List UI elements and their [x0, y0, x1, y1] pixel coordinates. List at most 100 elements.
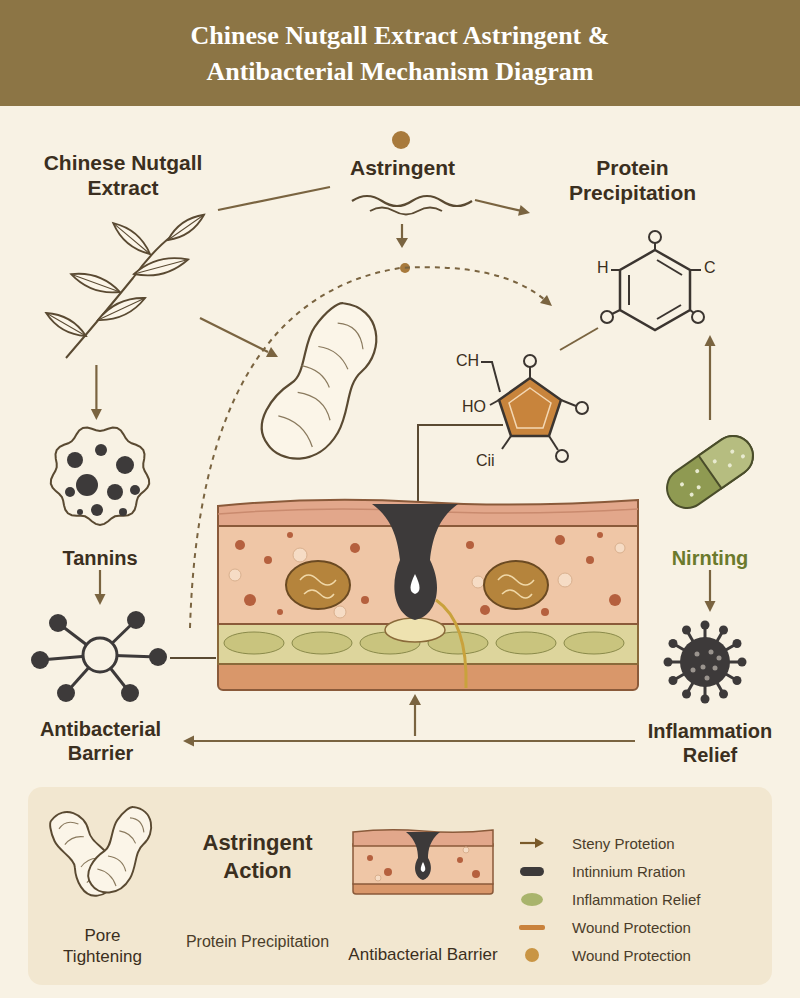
drawing-circle	[680, 637, 730, 687]
drawing-g	[250, 294, 397, 475]
drawing-circle	[277, 609, 283, 615]
drawing-circle	[669, 639, 678, 648]
drawing-circle	[709, 650, 714, 655]
connector	[475, 200, 530, 216]
drawing-circle	[705, 676, 710, 681]
drawing-polygon	[540, 295, 552, 306]
drawing-circle	[334, 606, 346, 618]
arrowhead	[518, 205, 530, 216]
drawing-ellipse	[496, 632, 556, 654]
concept-node: Protein Precipitation	[530, 155, 735, 335]
drawing-circle	[576, 402, 588, 414]
drawing-path	[370, 208, 442, 215]
atom-label: H	[597, 259, 609, 277]
drawing-circle	[556, 450, 568, 462]
drawing-circle	[127, 611, 145, 629]
drawing-line	[490, 400, 499, 405]
drawing-circle	[664, 658, 673, 667]
drawing-circle	[130, 485, 140, 495]
drawing-polygon	[266, 347, 278, 357]
virus-icon	[635, 612, 785, 767]
drawing-circle	[740, 453, 746, 459]
drawing-circle	[679, 482, 685, 488]
connector	[95, 570, 106, 605]
drawing-polygon	[509, 388, 551, 428]
legend-row: Wound Protection	[518, 913, 700, 941]
connector-line	[95, 365, 97, 411]
concept-node: Antibacterial Barrier	[18, 605, 183, 765]
legend-text: Wound Protection	[572, 919, 691, 936]
concept-node: Astringent	[330, 155, 475, 220]
drawing-line	[414, 703, 416, 736]
drawing-line	[170, 657, 216, 659]
legend-sample-box	[518, 919, 546, 935]
title-bar	[0, 0, 800, 106]
drawing-g	[43, 308, 89, 341]
drawing-circle	[719, 690, 728, 699]
diagram-title: Chinese Nutgall Extract Astringent & Ant…	[120, 18, 680, 91]
node-label: Chinese Nutgall Extract	[28, 150, 218, 200]
drawing-circle	[49, 614, 67, 632]
drawing-ellipse	[564, 632, 624, 654]
drawing-g	[165, 210, 207, 244]
drawing-circle	[121, 684, 139, 702]
drawing-path	[113, 223, 150, 254]
drawing-line	[611, 269, 620, 271]
drawing-circle	[472, 870, 480, 878]
drawing-circle	[57, 684, 75, 702]
concept-node: Chinese Nutgall Extract	[28, 150, 218, 365]
legend-text: Intinnium Rration	[572, 863, 685, 880]
drawing-path	[418, 425, 503, 506]
drawing-path	[250, 294, 397, 475]
drawing-line	[502, 436, 511, 449]
node-label: Astringent	[350, 155, 455, 180]
drawing-circle	[392, 131, 410, 149]
drawing-circle	[727, 463, 733, 469]
drawing-g	[218, 500, 638, 690]
drawing-ellipse	[484, 561, 548, 609]
net-icon	[18, 605, 183, 765]
node-label: Nirnting	[672, 546, 749, 570]
legend-row: Steny Protetion	[518, 829, 700, 857]
drawing-circle	[733, 639, 742, 648]
drawing-circle	[91, 504, 103, 516]
atom-label: C	[704, 259, 716, 277]
drawing-path	[165, 210, 207, 244]
drawing-polygon	[620, 250, 690, 330]
connector-line	[709, 344, 711, 420]
drawing-circle	[463, 847, 469, 853]
drawing-circle	[729, 449, 735, 455]
drawing-circle	[695, 652, 700, 657]
drawing-circle	[350, 543, 360, 553]
drawing-circle	[457, 857, 463, 863]
legend-row: Intinnium Rration	[518, 857, 700, 885]
drawing-g	[109, 219, 153, 259]
drawing-g	[659, 428, 761, 516]
drawing-polygon	[535, 838, 544, 848]
drawing-line	[520, 842, 536, 844]
legend-text: Steny Protetion	[572, 835, 675, 852]
drawing-circle	[738, 658, 747, 667]
drawing-path	[436, 600, 466, 688]
drawing-line	[549, 436, 558, 450]
node-label: Pore Tightening	[47, 926, 159, 967]
drawing-polyline	[481, 362, 500, 392]
arrowhead	[705, 601, 716, 612]
drawing-circle	[649, 231, 661, 243]
atom-label: Cii	[476, 452, 495, 470]
drawing-circle	[65, 487, 75, 497]
drawing-path	[411, 574, 420, 594]
node-label: Inflammation Relief	[635, 719, 785, 767]
connector	[705, 335, 716, 420]
drawing-path	[95, 815, 151, 887]
drawing-circle	[682, 626, 691, 635]
drawing-circle	[597, 532, 603, 538]
drawing-circle	[384, 868, 392, 876]
drawing-circle	[696, 484, 702, 490]
drawing-line	[654, 243, 656, 250]
drawing-circle	[733, 676, 742, 685]
drawing-ellipse	[224, 632, 284, 654]
skin-icon	[348, 820, 498, 965]
drawing-path	[132, 253, 190, 281]
